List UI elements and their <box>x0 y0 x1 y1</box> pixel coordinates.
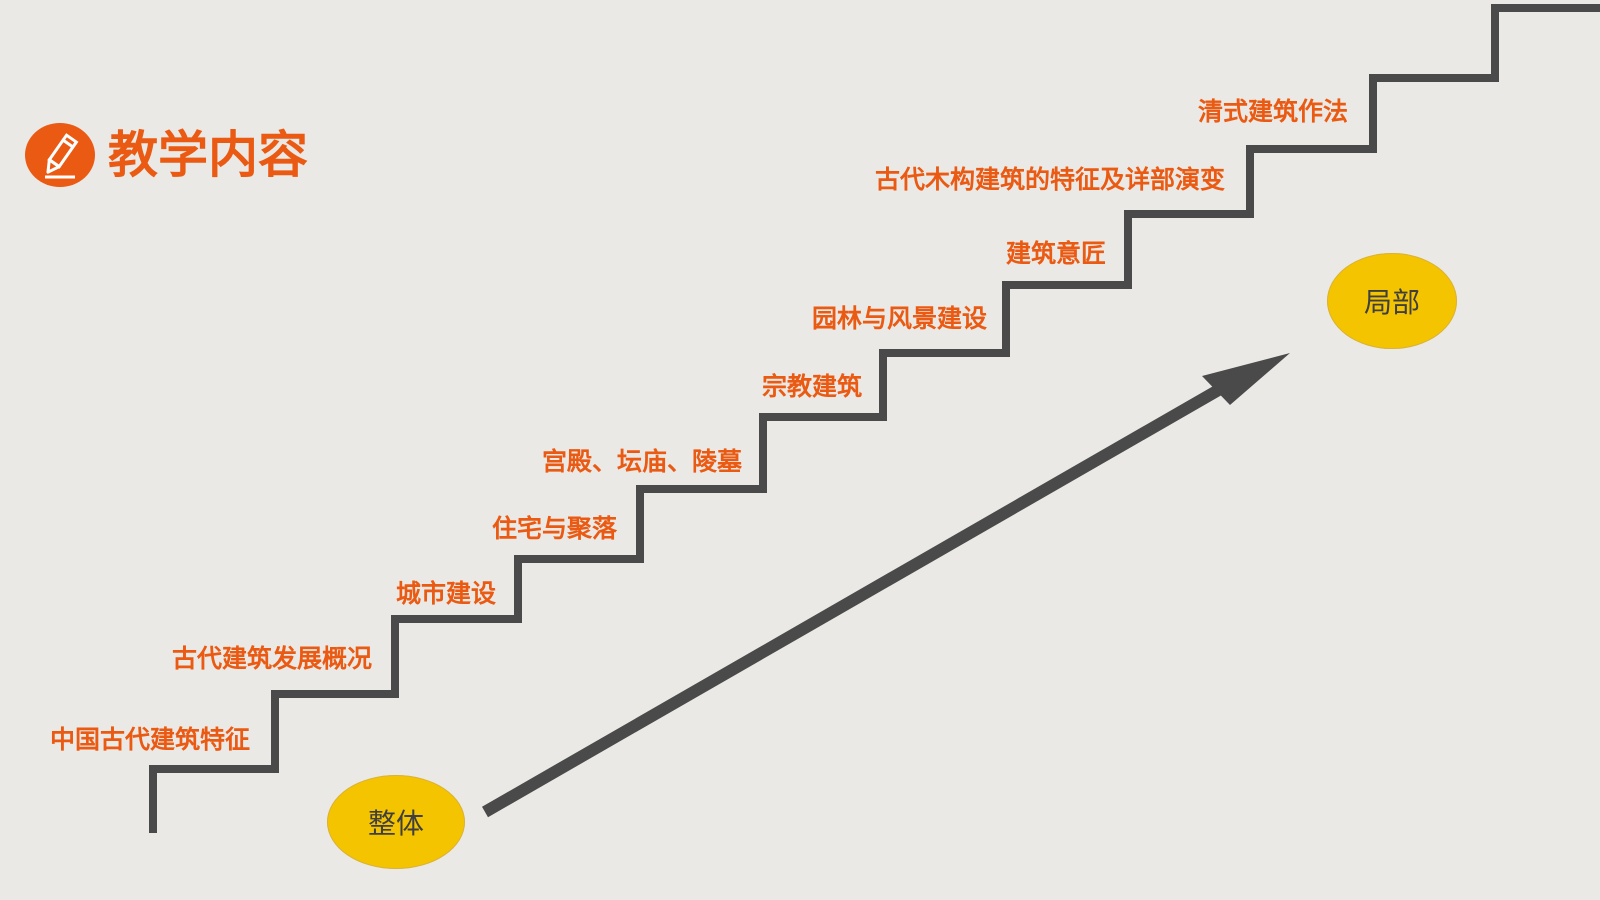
end-label: 局部 <box>1363 286 1420 319</box>
start-ellipse: 整体 <box>327 775 465 869</box>
step-label-7: 园林与风景建设 <box>811 304 987 333</box>
progress-arrow-shaft <box>482 367 1251 818</box>
end-ellipse: 局部 <box>1327 253 1457 349</box>
step-label-8: 建筑意匠 <box>1005 239 1106 268</box>
staircase-line <box>149 4 1600 833</box>
step-label-10: 清式建筑作法 <box>1197 97 1348 126</box>
step-label-5: 宫殿、坛庙、陵墓 <box>541 447 742 476</box>
step-label-1: 中国古代建筑特征 <box>49 725 250 754</box>
step-label-6: 宗教建筑 <box>761 372 862 401</box>
step-label-4: 住宅与聚落 <box>491 514 617 543</box>
pencil-icon <box>25 123 95 187</box>
step-label-2: 古代建筑发展概况 <box>171 644 372 673</box>
step-label-3: 城市建设 <box>395 579 496 608</box>
progress-arrow-head <box>1202 353 1290 405</box>
start-label: 整体 <box>367 807 424 840</box>
page-title: 教学内容 <box>108 126 308 184</box>
step-label-9: 古代木构建筑的特征及详部演变 <box>874 165 1225 194</box>
